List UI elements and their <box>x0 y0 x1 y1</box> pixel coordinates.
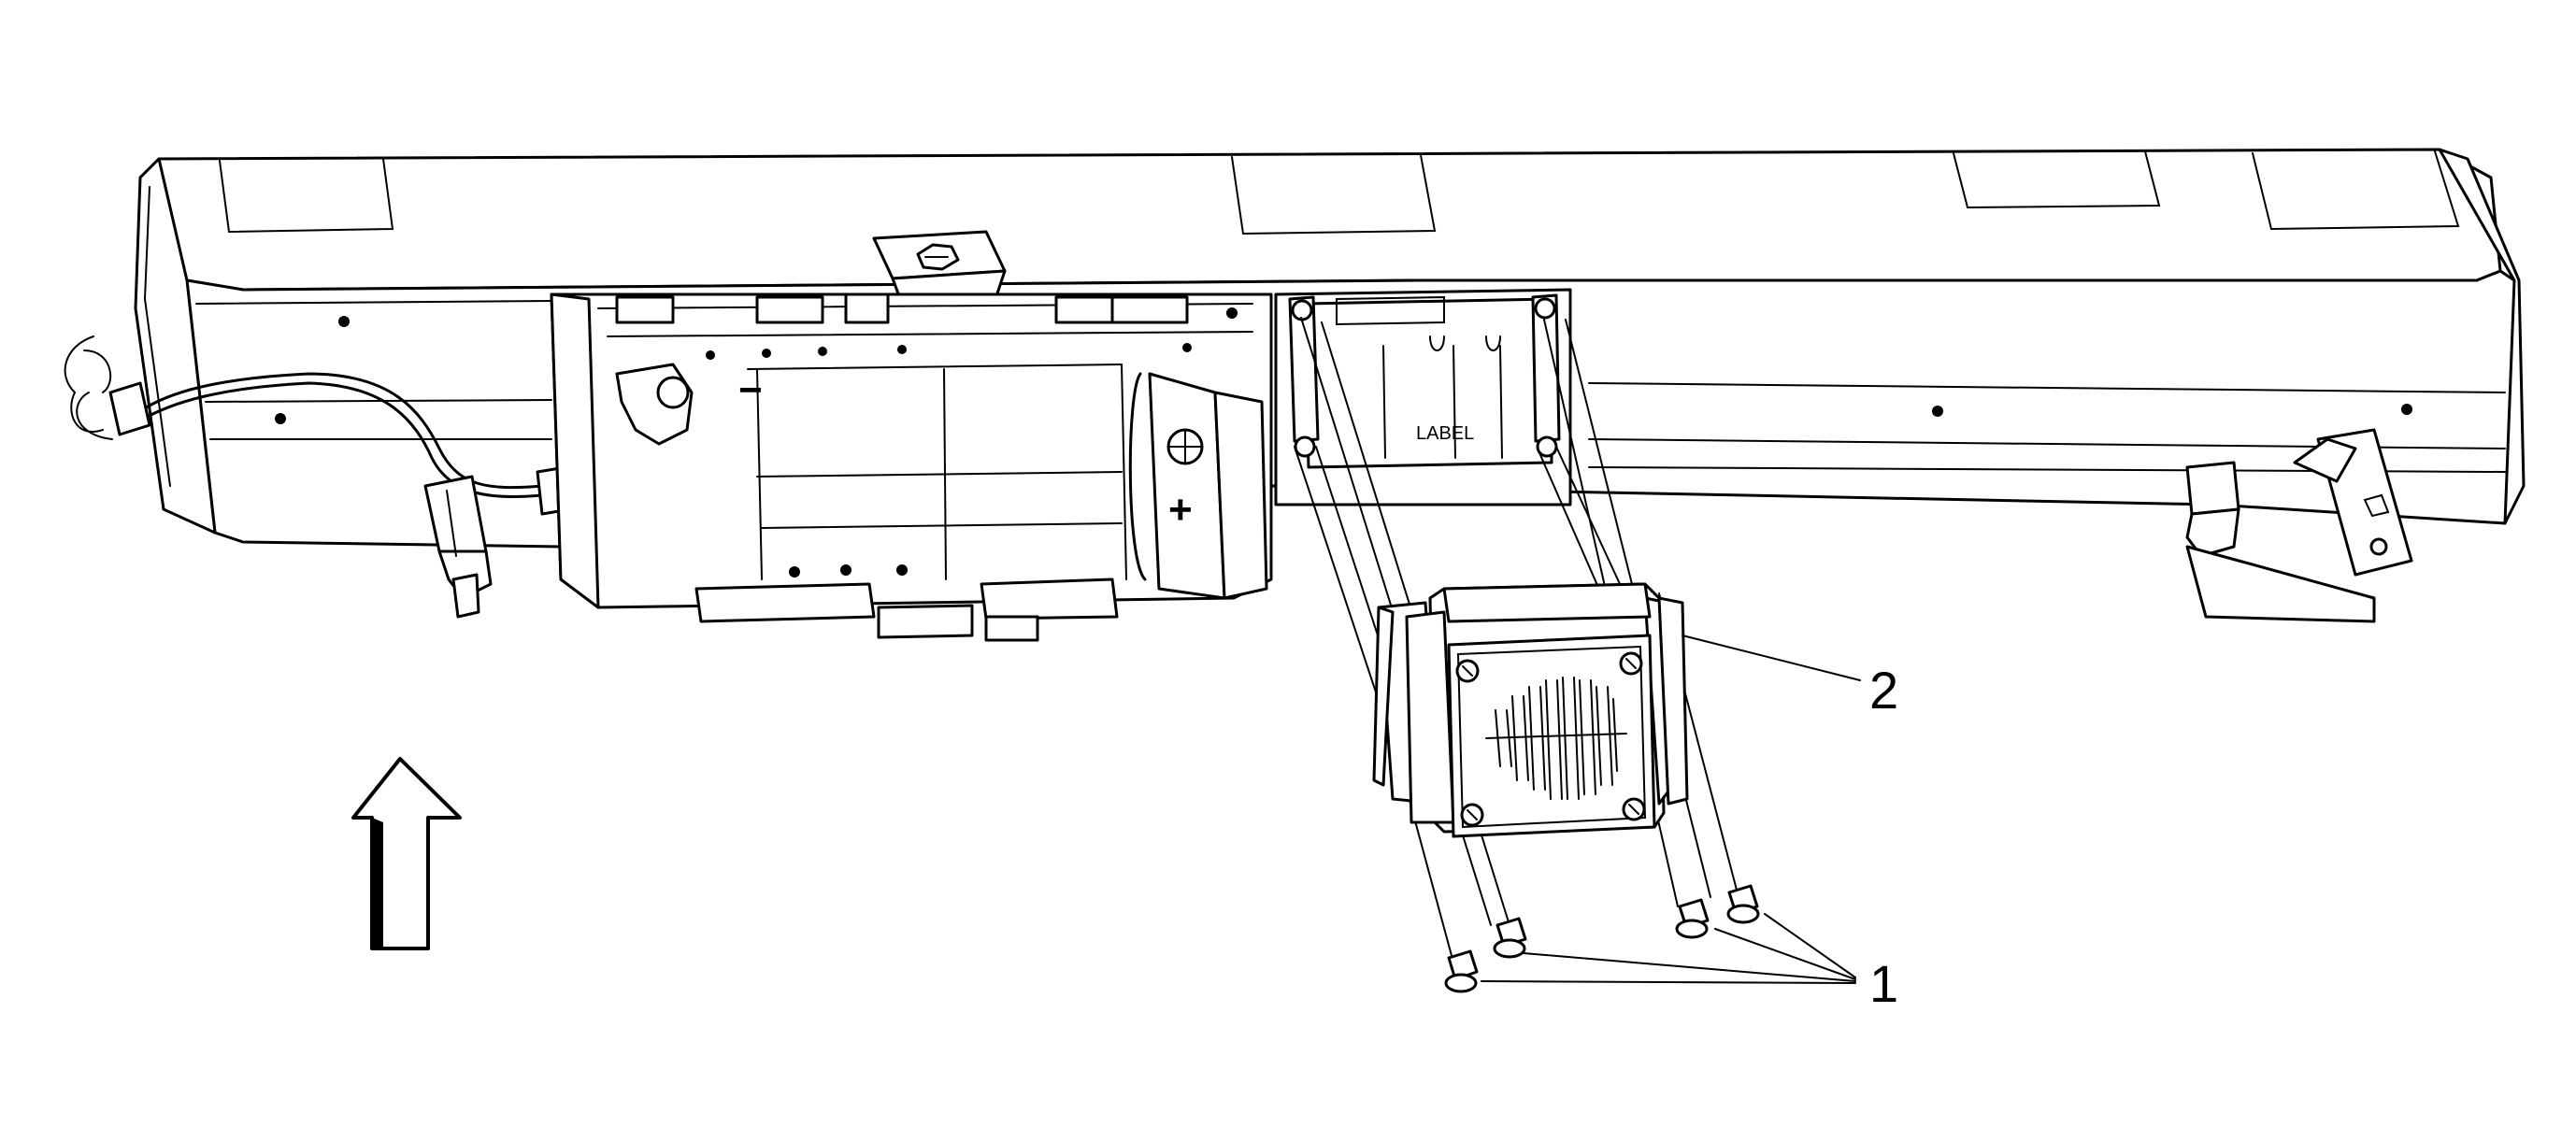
right-mount-brackets <box>2185 428 2413 623</box>
screw-set <box>1444 884 1760 993</box>
positive-sign: + <box>1168 487 1193 533</box>
screw-4 <box>1726 884 1760 924</box>
callout-2-label: 2 <box>1869 661 1898 720</box>
screw-3 <box>1675 898 1710 939</box>
screw-1 <box>1444 949 1479 993</box>
left-mount-clip <box>423 475 493 619</box>
battery-module: − + <box>550 292 1273 642</box>
vent-module <box>1372 582 1689 838</box>
screw-2 <box>1493 917 1527 959</box>
arrow-up-outline-icon <box>351 757 462 950</box>
component-label: LABEL <box>1416 423 1474 444</box>
module-cavity: LABEL <box>1274 288 1572 506</box>
negative-sign: − <box>738 367 763 413</box>
callout-1-label: 1 <box>1869 954 1898 1013</box>
leader-lines <box>1481 635 1861 984</box>
